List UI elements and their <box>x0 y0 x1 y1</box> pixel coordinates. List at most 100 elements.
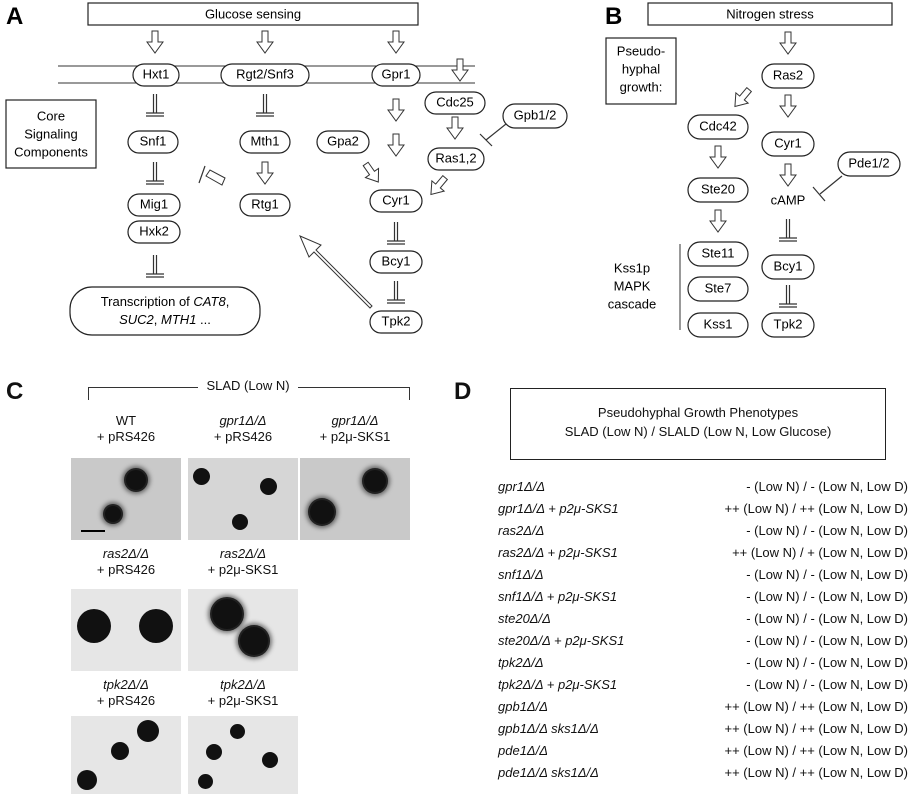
row-phenotype: - (Low N) / - (Low N, Low D) <box>746 655 908 670</box>
table-row: tpk2Δ/Δ - (Low N) / - (Low N, Low D) <box>498 653 908 673</box>
colony <box>193 468 210 485</box>
arrow-glucose-rgt2 <box>256 30 274 54</box>
glucose-sensing-box <box>87 2 419 26</box>
inh-bcy1-tpk2-b <box>778 284 798 308</box>
node-hxk2-label: Hxk2 <box>139 223 169 238</box>
table-row: gpr1Δ/Δ- (Low N) / - (Low N, Low D) <box>498 477 908 497</box>
row-phenotype: - (Low N) / - (Low N, Low D) <box>746 589 908 604</box>
node-ste11-label: Ste11 <box>701 245 734 260</box>
phenotype-header-box: Pseudohyphal Growth Phenotypes SLAD (Low… <box>510 388 886 460</box>
scale-bar <box>81 530 105 532</box>
pseudo-label-3: growth: <box>620 79 663 94</box>
transcription-box <box>69 286 261 336</box>
arrow-glucose-cdc25 <box>451 58 469 82</box>
node-cdc25-label: Cdc25 <box>436 94 474 109</box>
row-phenotype: ++ (Low N) / ++ (Low N, Low D) <box>724 721 908 736</box>
node-hxt1-label: Hxt1 <box>143 66 170 81</box>
arrow-cdc42-ste20 <box>709 145 727 169</box>
row-phenotype: - (Low N) / - (Low N, Low D) <box>746 567 908 582</box>
table-row: ste20Δ/Δ - (Low N) / - (Low N, Low D) <box>498 609 908 629</box>
row-genotype: tpk2Δ/Δ <box>498 655 544 670</box>
colony <box>77 609 111 643</box>
plate-label-genotype: ras2Δ/Δ <box>219 546 267 561</box>
node-rgt2-label: Rgt2/Snf3 <box>236 66 294 81</box>
row-phenotype: - (Low N) / - (Low N, Low D) <box>746 523 908 538</box>
node-ras12 <box>427 147 485 171</box>
inh-pde12-camp <box>812 175 843 202</box>
table-row: ras2Δ/Δ + p2μ-SKS1 ++ (Low N) / + (Low N,… <box>498 543 908 563</box>
colony <box>260 478 277 495</box>
row-genotype: gpb1Δ/Δ sks1Δ/Δ <box>498 721 599 736</box>
inh-hxt1-snf1 <box>145 93 165 117</box>
kss-label-2: MAPK <box>614 278 651 293</box>
table-row: ste20Δ/Δ + p2μ-SKS1 - (Low N) / - (Low N,… <box>498 631 908 651</box>
row-genotype: pde1Δ/Δ sks1Δ/Δ <box>498 765 599 780</box>
slad-header: SLAD (Low N) <box>198 378 298 393</box>
node-snf1-label: Snf1 <box>140 133 167 148</box>
kss-label-1: Kss1p <box>614 260 650 275</box>
panel-c-letter: C <box>6 378 24 405</box>
plate-label-genotype: tpk2Δ/Δ <box>220 677 266 692</box>
node-kss1-label: Kss1 <box>704 316 733 331</box>
inh-rgt2-mth1 <box>255 93 275 117</box>
plate-ras2-prs426 <box>71 589 181 671</box>
node-cyr1-a <box>369 189 423 213</box>
nitrogen-stress-box <box>647 2 893 26</box>
node-gpa2 <box>316 130 370 154</box>
node-bcy1-a <box>369 250 423 274</box>
row-genotype: gpr1Δ/Δ <box>498 479 546 494</box>
plate-wt-prs426 <box>71 458 181 540</box>
node-pde12 <box>837 151 901 177</box>
panel-a-letter: A <box>6 3 23 30</box>
colony <box>364 470 386 492</box>
core-label-2: Signaling <box>24 126 78 141</box>
arrow-tpk2-rtg1 <box>299 235 373 309</box>
table-row: gpb1Δ/Δ sks1Δ/Δ ++ (Low N) / ++ (Low N, L… <box>498 719 908 739</box>
node-rtg1 <box>239 193 291 217</box>
colony <box>198 774 213 789</box>
row-phenotype: - (Low N) / - (Low N, Low D) <box>746 633 908 648</box>
plate-label-plasmid: + pRS426 <box>96 693 156 708</box>
inh-hxk2-transcription <box>145 254 165 278</box>
node-cdc42 <box>687 114 749 140</box>
row-phenotype: - (Low N) / - (Low N, Low D) <box>746 611 908 626</box>
plate-label-wt: WT + pRS426 <box>71 413 181 445</box>
node-camp-label: cAMP <box>771 192 806 207</box>
plate-label-plasmid: + p2μ-SKS1 <box>319 429 391 444</box>
table-row: gpr1Δ/Δ + p2μ-SKS1++ (Low N) / ++ (Low N… <box>498 499 908 519</box>
colony <box>111 742 129 760</box>
node-ste20 <box>687 177 749 203</box>
row-genotype: ste20Δ/Δ + p2μ-SKS1 <box>498 633 625 648</box>
node-bcy1-a-label: Bcy1 <box>382 253 411 268</box>
arrow-ras2-cdc42 <box>728 83 756 113</box>
row-genotype: ste20Δ/Δ <box>498 611 551 626</box>
node-gpr1 <box>371 63 421 87</box>
colony <box>212 599 242 629</box>
node-pde12-label: Pde1/2 <box>848 155 889 170</box>
plate-label-genotype: WT <box>115 413 137 428</box>
plate-label-plasmid: + p2μ-SKS1 <box>207 693 279 708</box>
colony <box>206 744 222 760</box>
colony <box>232 514 248 530</box>
row-phenotype: - (Low N) / - (Low N, Low D) <box>746 677 908 692</box>
inh-cyr1-bcy1 <box>386 221 406 245</box>
table-row: pde1Δ/Δ++ (Low N) / ++ (Low N, Low D) <box>498 741 908 761</box>
row-genotype: ras2Δ/Δ + p2μ-SKS1 <box>498 545 618 560</box>
colony <box>126 470 146 490</box>
row-genotype: gpr1Δ/Δ + p2μ-SKS1 <box>498 501 619 516</box>
row-phenotype: ++ (Low N) / ++ (Low N, Low D) <box>724 743 908 758</box>
row-phenotype: ++ (Low N) / + (Low N, Low D) <box>732 545 908 560</box>
plate-label-genotype: ras2Δ/Δ <box>102 546 150 561</box>
plate-label-gpr1-sks1: gpr1Δ/Δ + p2μ-SKS1 <box>300 413 410 445</box>
node-bcy1-b <box>761 254 815 280</box>
node-ste7 <box>687 276 749 302</box>
node-rtg1-label: Rtg1 <box>251 196 278 211</box>
table-row: ras2Δ/Δ- (Low N) / - (Low N, Low D) <box>498 521 908 541</box>
core-signaling-box <box>5 99 97 169</box>
node-ras2 <box>761 63 815 89</box>
node-hxt1 <box>132 63 180 87</box>
node-mth1 <box>239 130 291 154</box>
colony <box>139 609 173 643</box>
arrow-ras-cyr1 <box>424 171 452 201</box>
core-label-1: Core <box>37 108 65 123</box>
